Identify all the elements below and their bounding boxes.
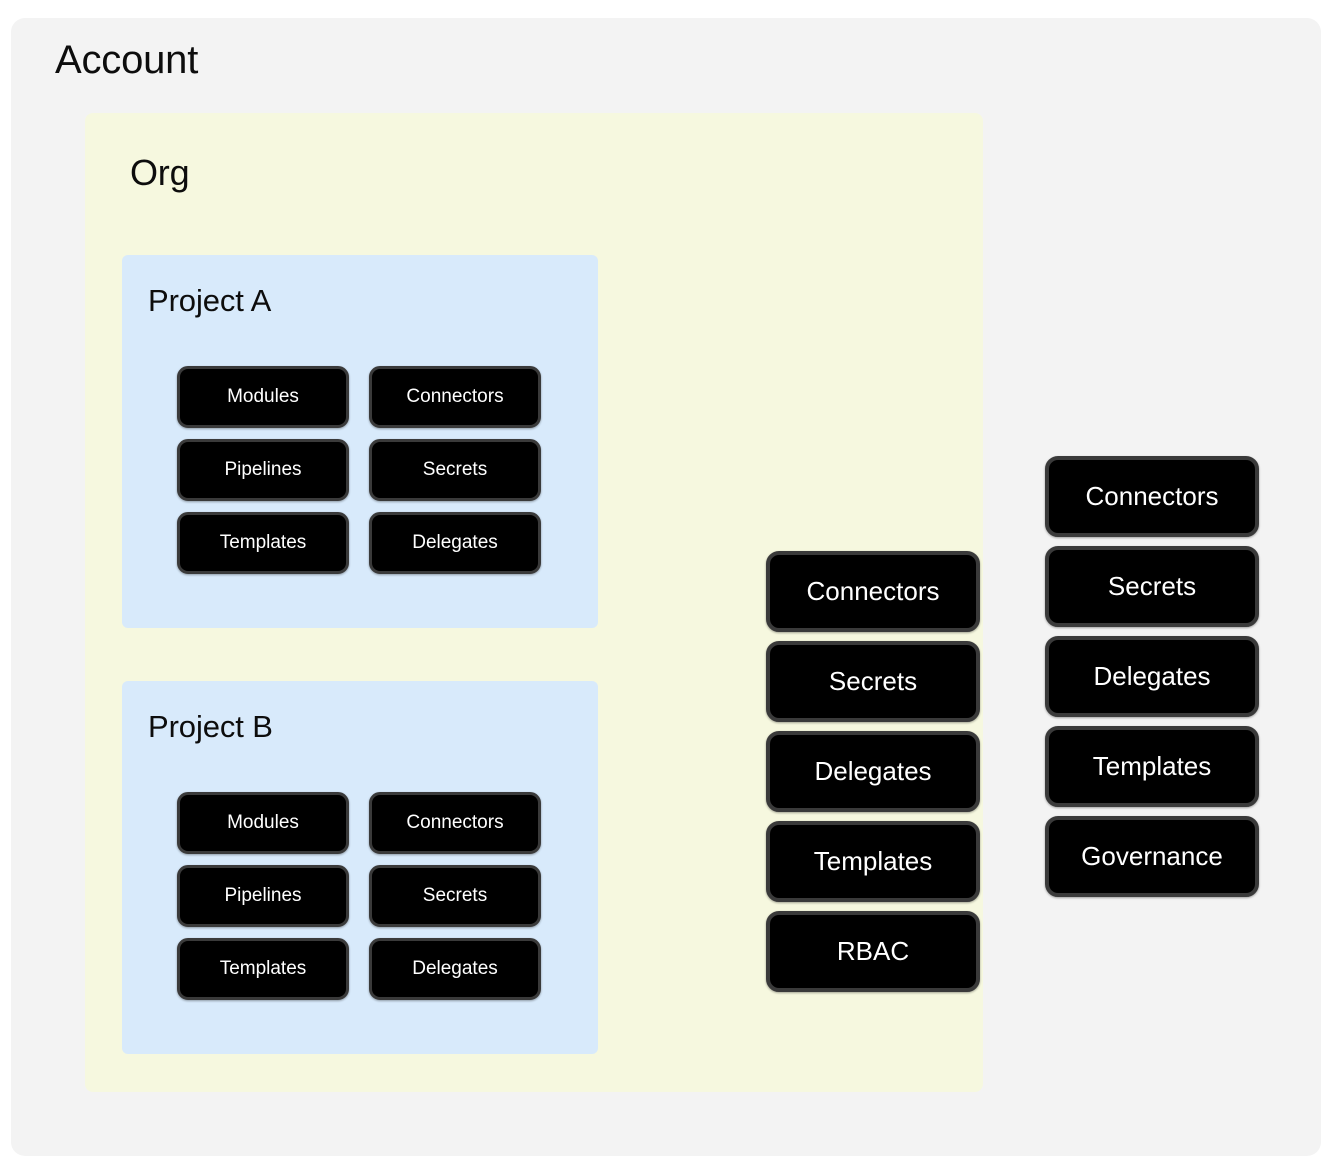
project-b-title: Project B [148,709,273,744]
account-resource-chip-connectors[interactable]: Connectors [1045,456,1259,537]
account-resource-chip-governance[interactable]: Governance [1045,816,1259,897]
org-title: Org [130,152,190,193]
account-resource-chip-delegates[interactable]: Delegates [1045,636,1259,717]
org-resource-chip-delegates[interactable]: Delegates [766,731,980,812]
org-resource-chip-rbac[interactable]: RBAC [766,911,980,992]
org-resource-chip-connectors[interactable]: Connectors [766,551,980,632]
org-resource-chip-templates[interactable]: Templates [766,821,980,902]
resource-chip-connectors[interactable]: Connectors [369,366,541,428]
resource-chip-templates[interactable]: Templates [177,938,349,1000]
resource-chip-modules[interactable]: Modules [177,366,349,428]
resource-chip-connectors[interactable]: Connectors [369,792,541,854]
account-resource-chip-secrets[interactable]: Secrets [1045,546,1259,627]
account-resource-chip-templates[interactable]: Templates [1045,726,1259,807]
project-b-resource-grid: Modules Connectors Pipelines Secrets Tem… [177,792,541,1000]
resource-chip-pipelines[interactable]: Pipelines [177,439,349,501]
resource-chip-secrets[interactable]: Secrets [369,439,541,501]
account-scope-container: Account Org Project A Modules Connectors… [11,18,1321,1156]
project-a-resource-grid: Modules Connectors Pipelines Secrets Tem… [177,366,541,574]
org-resource-chip-secrets[interactable]: Secrets [766,641,980,722]
resource-chip-delegates[interactable]: Delegates [369,512,541,574]
resource-chip-modules[interactable]: Modules [177,792,349,854]
project-a-title: Project A [148,283,272,318]
account-level-resource-column: Connectors Secrets Delegates Templates G… [1045,456,1259,897]
resource-chip-pipelines[interactable]: Pipelines [177,865,349,927]
project-scope-container-a: Project A Modules Connectors Pipelines S… [122,255,598,628]
resource-chip-secrets[interactable]: Secrets [369,865,541,927]
org-level-resource-column: Connectors Secrets Delegates Templates R… [766,551,980,992]
org-scope-container: Org Project A Modules Connectors Pipelin… [85,113,983,1092]
resource-chip-templates[interactable]: Templates [177,512,349,574]
account-title: Account [55,38,199,82]
project-scope-container-b: Project B Modules Connectors Pipelines S… [122,681,598,1054]
resource-chip-delegates[interactable]: Delegates [369,938,541,1000]
